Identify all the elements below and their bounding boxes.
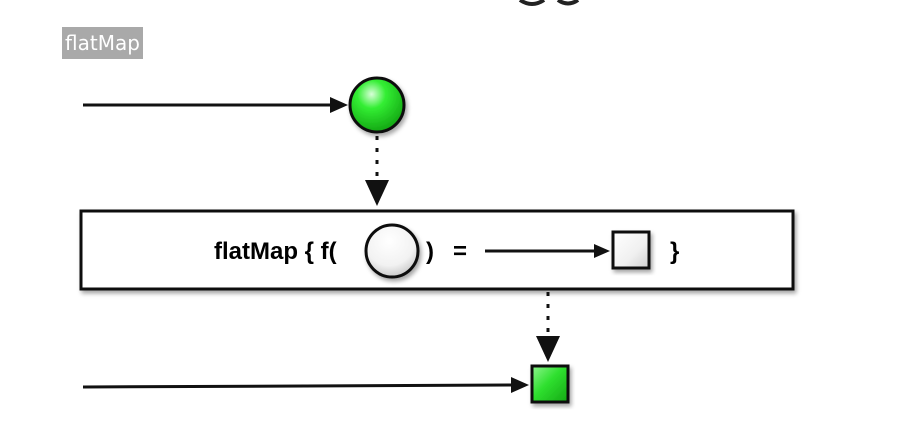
operator-prefix: flatMap { f( bbox=[214, 238, 337, 265]
dotted-arrow-in bbox=[365, 136, 389, 206]
operator-white-square bbox=[611, 230, 651, 270]
input-timeline bbox=[83, 97, 348, 113]
cropped-top-element bbox=[518, 0, 580, 6]
operator-white-circle bbox=[364, 223, 420, 279]
operator-brace-close: } bbox=[670, 238, 679, 265]
input-green-circle bbox=[348, 76, 406, 134]
output-timeline bbox=[82, 377, 529, 393]
operator-box bbox=[79, 209, 795, 291]
diagram-title: flatMap bbox=[62, 27, 143, 59]
output-green-square bbox=[530, 364, 570, 404]
dotted-arrow-out bbox=[536, 292, 560, 362]
operator-equals: = bbox=[453, 238, 467, 265]
operator-close-paren: ) bbox=[426, 238, 434, 265]
operator-inner-timeline bbox=[485, 244, 610, 258]
